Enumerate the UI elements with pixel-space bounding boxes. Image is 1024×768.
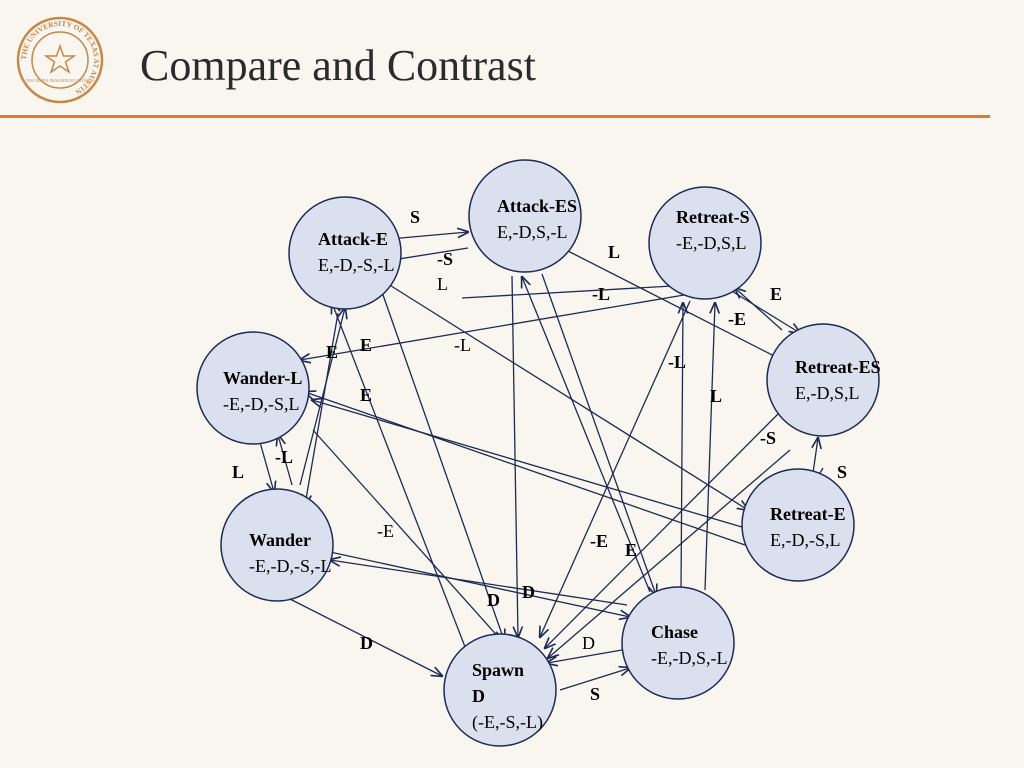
transition-arrow — [522, 277, 651, 593]
title-divider — [0, 115, 990, 118]
state-circle — [766, 323, 880, 437]
transition-label: S — [410, 207, 420, 227]
transition-arrow — [299, 308, 345, 486]
transition-arrow — [312, 400, 753, 531]
state-circle — [741, 468, 855, 582]
state-label-line: E,-D,S,-L — [497, 222, 568, 242]
transition-arrow — [559, 668, 630, 691]
state-label-line: E,-D,-S,L — [770, 530, 841, 550]
state-circle — [443, 633, 557, 747]
transition-label: -S — [760, 428, 776, 448]
transition-arrow — [548, 449, 791, 658]
state-label-line: Retreat-E — [770, 504, 846, 524]
transition-label: D — [360, 633, 373, 653]
transition-arrow — [681, 303, 683, 591]
transition-label: -E — [728, 309, 746, 329]
transition-arrow — [565, 249, 782, 360]
state-circle — [468, 159, 582, 273]
state-label-line: Spawn — [472, 660, 524, 680]
slide-title: Compare and Contrast — [140, 41, 536, 90]
transition-label: -L — [592, 284, 610, 304]
transition-arrow — [257, 434, 274, 492]
transition-label: -L — [668, 352, 686, 372]
transition-arrow — [387, 283, 748, 510]
transition-arrow — [332, 303, 468, 653]
state-node-retreat-s: Retreat-S -E,-D,S,L — [648, 186, 762, 300]
state-label-line: E,-D,S,L — [795, 383, 860, 403]
state-label-line: -E,-D,S,L — [676, 233, 747, 253]
transition-label: L — [710, 386, 722, 406]
transition-arrow — [541, 273, 656, 595]
transition-label: D — [487, 590, 500, 610]
transition-label: E — [360, 385, 372, 405]
state-label-line: Retreat-ES — [795, 357, 881, 377]
state-node-attack-es: Attack-ES E,-D,S,-L — [468, 159, 582, 273]
state-label-line: (-E,-S,-L) — [472, 712, 543, 733]
transition-arrow — [735, 288, 783, 331]
transition-label: E — [625, 540, 637, 560]
state-label-line: Retreat-S — [676, 207, 750, 227]
transition-arrow — [461, 285, 690, 299]
transition-arrow — [287, 597, 442, 676]
transition-label: E — [770, 284, 782, 304]
seal-motto: DISCIPLINA PRAESIDIUM CIVITATIS — [26, 78, 93, 83]
transition-label: E — [360, 335, 372, 355]
transition-arrow — [330, 560, 628, 606]
state-node-wander: Wander -E,-D,-S,-L — [220, 488, 334, 602]
transition-arrow — [540, 300, 691, 637]
transition-arrow — [329, 551, 630, 617]
state-label-line: Chase — [651, 622, 698, 642]
transition-arrow — [545, 413, 779, 648]
state-label-line: Attack-E — [318, 229, 388, 249]
state-node-wander-l: Wander-L -E,-D,-S,L — [196, 331, 310, 445]
transition-label: -L — [454, 335, 471, 355]
state-circle — [648, 186, 762, 300]
transition-arrow — [312, 429, 510, 650]
transition-label: L — [437, 274, 448, 294]
transition-arrow — [300, 293, 691, 360]
transition-label: E — [326, 342, 338, 362]
state-label-line: E,-D,-S,-L — [318, 255, 394, 275]
state-label-line: Attack-ES — [497, 196, 577, 216]
state-label-line: -E,-D,-S,L — [223, 394, 299, 414]
transition-label: -L — [275, 447, 293, 467]
transition-arrow — [511, 275, 518, 637]
state-circle — [196, 331, 310, 445]
transition-arrow — [547, 649, 623, 663]
state-circle — [288, 196, 402, 310]
university-seal-logo: THE UNIVERSITY OF TEXAS AT AUSTIN DISCIP… — [16, 16, 104, 104]
transition-label: L — [608, 242, 620, 262]
state-label-line: -E,-D,S,-L — [651, 648, 727, 668]
transition-arrow — [704, 303, 715, 591]
transition-label: L — [232, 462, 244, 482]
state-label-line: -E,-D,-S,-L — [249, 556, 331, 576]
state-label-line: Wander — [249, 530, 311, 550]
state-label-line: D — [472, 686, 485, 706]
transition-label: D — [582, 633, 595, 653]
transition-arrow — [305, 392, 746, 546]
transition-label: -S — [437, 249, 453, 269]
transition-label: S — [837, 462, 847, 482]
transition-label: -E — [377, 521, 394, 541]
state-circle — [621, 586, 735, 700]
transition-label: D — [522, 582, 535, 602]
transition-arrow — [381, 291, 504, 640]
state-node-retreat-e: Retreat-E E,-D,-S,L — [741, 468, 855, 582]
transition-arrow — [305, 312, 339, 505]
state-node-attack-e: Attack-E E,-D,-S,-L — [288, 196, 402, 310]
state-circle — [220, 488, 334, 602]
state-node-retreat-es: Retreat-ES E,-D,S,L — [766, 323, 881, 437]
transition-label: S — [590, 684, 600, 704]
state-label-line: Wander-L — [223, 368, 302, 388]
transition-label: -E — [590, 531, 608, 551]
transition-arrow — [278, 435, 293, 486]
state-node-chase: Chase -E,-D,S,-L — [621, 586, 735, 700]
